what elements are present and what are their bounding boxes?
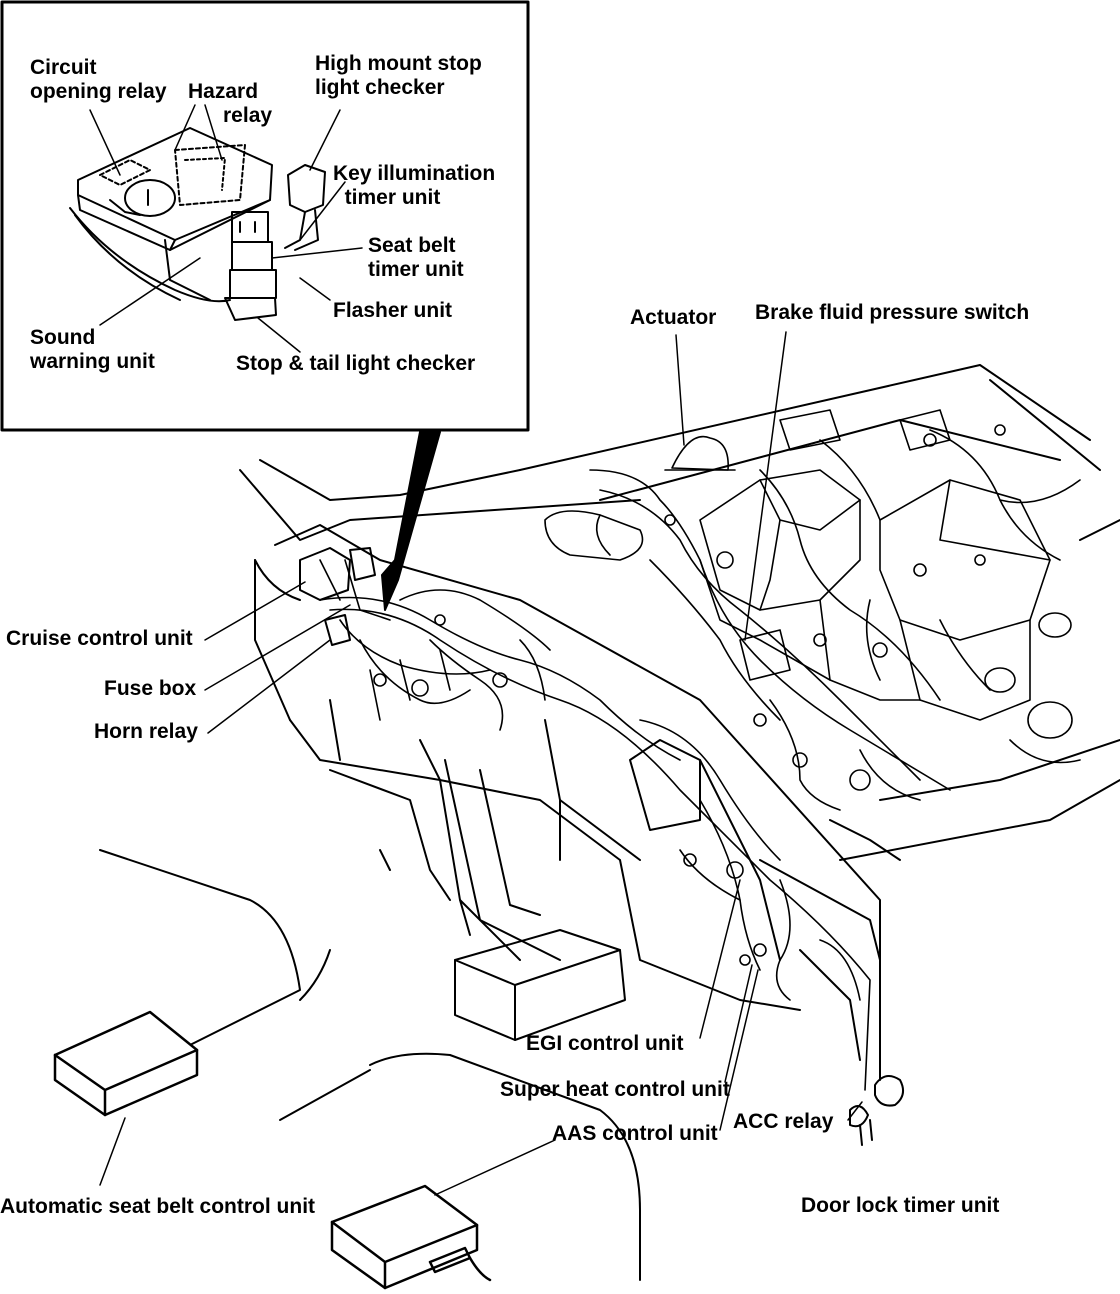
label-flasher-unit: Flasher unit bbox=[333, 299, 453, 322]
label-sound-warning-unit: Sound warning unit bbox=[30, 326, 155, 373]
cruise-control-unit-shape bbox=[299, 547, 351, 601]
label-seat-belt-timer-unit: Seat belt timer unit bbox=[368, 234, 464, 281]
dashboard-wiring bbox=[319, 559, 871, 1091]
label-high-mount-stop-light-checker: High mount stop light checker bbox=[315, 52, 482, 99]
horn-relay-shape bbox=[324, 614, 351, 646]
engine-bay-components bbox=[544, 409, 1081, 811]
label-door-lock-timer-unit: Door lock timer unit bbox=[801, 1194, 1000, 1217]
inset-panel bbox=[0, 0, 530, 432]
label-acc-relay: ACC relay bbox=[733, 1110, 834, 1133]
acc-relay-shape bbox=[849, 1075, 905, 1146]
label-actuator: Actuator bbox=[630, 306, 717, 329]
label-brake-fluid-pressure-switch: Brake fluid pressure switch bbox=[755, 301, 1030, 324]
automatic-seat-belt-control-unit-shape bbox=[53, 1010, 199, 1117]
label-egi-control-unit: EGI control unit bbox=[526, 1032, 684, 1055]
label-circuit-opening-relay: Circuit opening relay bbox=[30, 56, 167, 103]
fuse-box-shape bbox=[349, 547, 376, 581]
label-key-illumination-timer-unit: Key illumination timer unit bbox=[333, 162, 496, 209]
label-aas-control-unit: AAS control unit bbox=[552, 1122, 718, 1145]
label-fuse-box: Fuse box bbox=[104, 677, 197, 700]
label-cruise-control-unit: Cruise control unit bbox=[6, 627, 193, 650]
label-stop-tail-light-checker: Stop & tail light checker bbox=[236, 352, 476, 375]
aas-control-unit-shape bbox=[330, 1184, 492, 1290]
label-super-heat-control-unit: Super heat control unit bbox=[500, 1078, 730, 1101]
inset-pointer-arrow bbox=[381, 431, 441, 611]
dashboard-outline bbox=[99, 459, 881, 1281]
label-horn-relay: Horn relay bbox=[94, 720, 198, 743]
label-hazard-relay: Hazard relay bbox=[188, 80, 273, 127]
label-automatic-seat-belt-control-unit: Automatic seat belt control unit bbox=[0, 1195, 316, 1218]
leader-lines bbox=[99, 331, 863, 1196]
